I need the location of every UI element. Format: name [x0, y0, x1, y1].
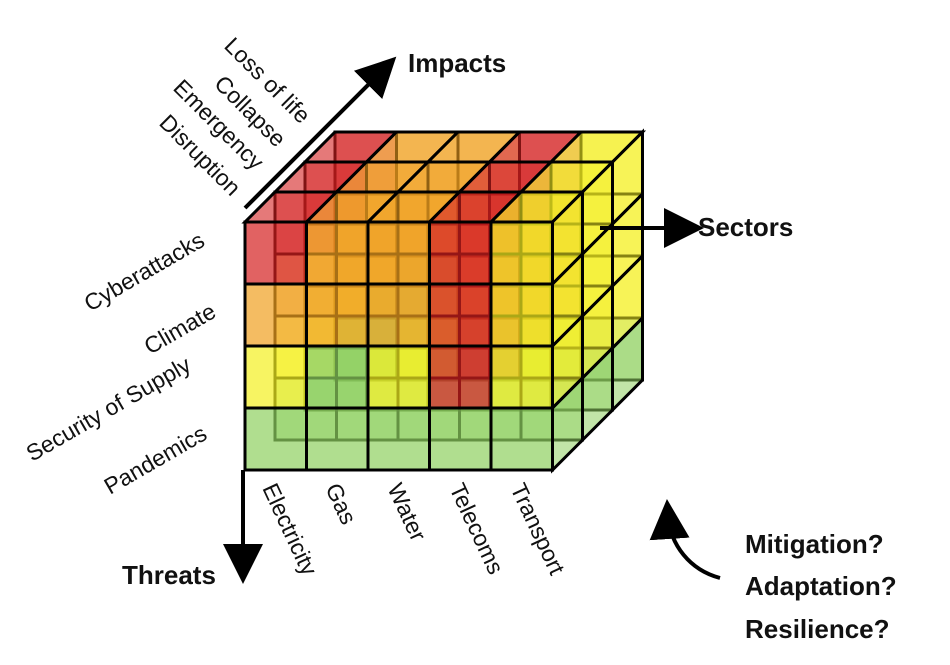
- sectors-axis-label: Sectors: [698, 212, 793, 242]
- cube-cell-front: [305, 282, 370, 348]
- cube-cell-front: [305, 344, 370, 410]
- question-resilience: Resilience?: [745, 614, 890, 644]
- cube-cell-front: [428, 220, 493, 286]
- sector-label-transport: Transport: [505, 479, 570, 579]
- cube-cell-front: [428, 406, 493, 472]
- sector-label-telecoms: Telecoms: [444, 479, 509, 578]
- cube-cell-front: [243, 282, 308, 348]
- cube-cell-front: [489, 220, 554, 286]
- cube-cell-front: [428, 282, 493, 348]
- cube-cell-front: [489, 344, 554, 410]
- question-mitigation: Mitigation?: [745, 529, 884, 559]
- cube-cell-front: [428, 344, 493, 410]
- cube-cell-front: [366, 220, 431, 286]
- cube-cell-front: [243, 406, 308, 472]
- threats-axis-label: Threats: [122, 560, 216, 590]
- cube-cell-front: [305, 220, 370, 286]
- threat-label-climate: Climate: [140, 298, 221, 360]
- threat-label-pandemics: Pandemics: [100, 420, 212, 499]
- impacts-axis-arrow: [243, 56, 397, 210]
- threat-label-cyberattacks: Cyberattacks: [80, 227, 209, 317]
- cube-cell-front: [366, 406, 431, 472]
- cube-cell-front: [243, 344, 308, 410]
- impacts-axis-label: Impacts: [408, 48, 506, 78]
- question-adaptation: Adaptation?: [745, 571, 897, 601]
- cube-cell-front: [366, 344, 431, 410]
- cube-cell-front: [366, 282, 431, 348]
- cube-cell-front: [243, 220, 308, 286]
- threat-labels: Cyberattacks Climate Security of Supply …: [22, 227, 221, 500]
- sector-labels: Electricity Gas Water Telecoms Transport: [257, 479, 570, 580]
- cube-front-face: [243, 220, 554, 472]
- sector-label-gas: Gas: [320, 479, 361, 528]
- cube-cell-front: [489, 282, 554, 348]
- cube-cell-side: [611, 314, 644, 414]
- curved-arrow-icon: [649, 499, 721, 580]
- cube-cell-front: [305, 406, 370, 472]
- cube-cell-front: [489, 406, 554, 472]
- sector-label-water: Water: [382, 479, 431, 545]
- sector-label-electricity: Electricity: [257, 479, 322, 580]
- question-list: Mitigation? Adaptation? Resilience?: [745, 529, 897, 644]
